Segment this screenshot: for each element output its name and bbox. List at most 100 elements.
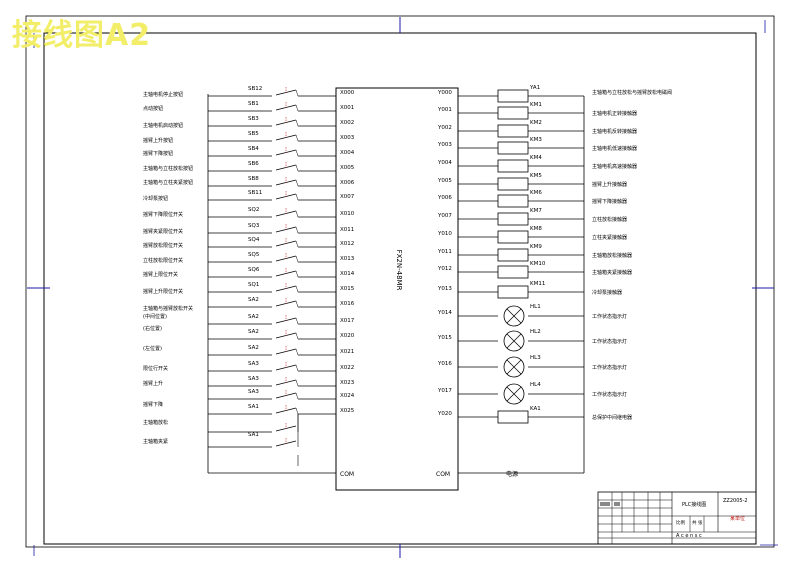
title-block-scale-label: 比例 xyxy=(676,519,685,526)
coil-label: KM2 xyxy=(530,120,542,126)
lamp-cross xyxy=(506,359,522,375)
coil-symbol xyxy=(497,230,529,244)
plc-output-terminal: Y020 xyxy=(437,411,452,417)
coil-symbol xyxy=(497,410,529,424)
input-device-label: 主轴电机启动按钮 xyxy=(143,122,183,129)
input-device-label: 摇臂上升 xyxy=(143,380,163,387)
plc-output-terminal: Y007 xyxy=(437,213,452,219)
coil-symbol xyxy=(497,177,529,191)
switch-label: SQ3 xyxy=(248,223,260,229)
switch-label: SB8 xyxy=(248,176,259,182)
lamp-cross xyxy=(506,386,522,402)
coil-label: KM11 xyxy=(530,281,545,287)
plc-input-terminal: X007 xyxy=(340,194,355,200)
output-device-label: 冷却泵接触器 xyxy=(592,289,622,296)
input-device-label: 摇臂夹紧限位开关 xyxy=(143,228,183,235)
plc-input-terminal: X011 xyxy=(340,227,354,233)
plc-output-terminal: Y013 xyxy=(437,286,452,292)
switch-contact xyxy=(295,285,299,293)
switch-contact xyxy=(295,89,299,97)
switch-label: SQ2 xyxy=(248,207,259,213)
plc-input-terminal: X001 xyxy=(340,105,354,111)
input-device-label: 点动按钮 xyxy=(143,105,163,112)
input-device-label: 摇臂上限位开关 xyxy=(143,271,178,278)
output-device-label: 主轴电机高速接触器 xyxy=(592,163,637,170)
input-device-label: 摇臂放松限位开关 xyxy=(143,242,183,249)
plc-input-terminal: X023 xyxy=(340,380,355,386)
switch-label: SA3 xyxy=(248,376,259,382)
output-device-label: 立柱夹紧接触器 xyxy=(592,234,627,241)
output-device-label: 工作状态指示灯 xyxy=(592,338,627,345)
switch-contact xyxy=(295,104,299,112)
coil-symbol xyxy=(497,106,529,120)
plc-input-terminal: X021 xyxy=(340,349,354,355)
switch-contact xyxy=(295,407,299,415)
output-device-label: 主轴电机反转接触器 xyxy=(592,128,637,135)
lamp-label: HL4 xyxy=(530,382,541,388)
switch-contact xyxy=(295,179,299,187)
plc-input-terminal: X006 xyxy=(340,180,355,186)
plc-output-terminal: Y002 xyxy=(437,125,452,131)
coil-label: KM8 xyxy=(530,226,542,232)
switch-label: SB3 xyxy=(248,116,259,122)
coil-symbol xyxy=(497,212,529,226)
switch-label: SA3 xyxy=(248,361,259,367)
output-device-label: 主轴电机正转接触器 xyxy=(592,110,637,117)
switch-contact xyxy=(295,300,299,308)
coil-label: KM10 xyxy=(530,261,546,267)
com-left-label: COM xyxy=(340,471,354,478)
switch-label: SA1 xyxy=(248,432,259,438)
input-device-label: 摇臂下降 xyxy=(143,401,163,408)
switch-contact xyxy=(295,332,299,340)
switch-label: SB4 xyxy=(248,146,259,152)
coil-label: KM9 xyxy=(530,244,542,250)
coil-label: KM7 xyxy=(530,208,542,214)
switch-contact xyxy=(295,210,299,218)
switch-label: SQ6 xyxy=(248,267,260,273)
output-device-label: 摇臂下降接触器 xyxy=(592,198,627,205)
lamp-label: HL1 xyxy=(530,304,541,310)
switch-contact xyxy=(295,149,299,157)
input-device-label: (右位置) xyxy=(143,325,162,332)
switch-contact xyxy=(295,164,299,172)
plc-output-terminal: Y006 xyxy=(437,195,452,201)
switch-label: SA2 xyxy=(248,329,259,335)
switch-contact xyxy=(295,226,299,234)
plc-output-terminal: Y017 xyxy=(437,388,452,394)
input-device-label: 限位行开关 xyxy=(143,365,168,372)
coil-symbol xyxy=(497,141,529,155)
plc-input-terminal: X015 xyxy=(340,286,355,292)
plc-input-terminal: X014 xyxy=(340,271,355,277)
coil-symbol xyxy=(497,248,529,262)
plc-input-terminal: X020 xyxy=(340,333,355,339)
drawing-title: 接线图A2 xyxy=(12,18,152,53)
switch-label: SB5 xyxy=(248,131,259,137)
input-device-label: 摇臂上升按钮 xyxy=(143,137,173,144)
output-device-label: 工作状态指示灯 xyxy=(592,391,627,398)
coil-label: KM6 xyxy=(530,190,542,196)
plc-output-terminal: Y000 xyxy=(437,90,452,96)
plc-input-terminal: X024 xyxy=(340,393,355,399)
plc-output-terminal: Y003 xyxy=(437,142,452,148)
switch-contact xyxy=(295,134,299,142)
switch-label: SQ1 xyxy=(248,282,259,288)
switch-label: SA2 xyxy=(248,297,259,303)
switch-label: SB12 xyxy=(248,86,262,92)
coil-label: KM5 xyxy=(530,173,542,179)
lamp-label: HL3 xyxy=(530,355,541,361)
output-device-label: 工作状态指示灯 xyxy=(592,313,627,320)
input-device-label: 摇臂上升限位开关 xyxy=(143,288,183,295)
plc-output-terminal: Y014 xyxy=(437,310,452,316)
switch-contact xyxy=(295,392,299,400)
coil-symbol xyxy=(497,285,529,299)
input-device-label: 立柱放松限位开关 xyxy=(143,257,183,264)
input-device-label: 主轴电机停止按钮 xyxy=(143,91,183,98)
plc-output-terminal: Y012 xyxy=(437,266,452,272)
switch-contact xyxy=(295,317,299,325)
switch-label: SQ4 xyxy=(248,237,260,243)
plc-input-terminal: X012 xyxy=(340,241,354,247)
switch-contact xyxy=(295,270,299,278)
input-device-label: 主轴箱与摇臂放松开关 xyxy=(143,305,193,312)
plc-output-terminal: Y004 xyxy=(437,160,452,166)
